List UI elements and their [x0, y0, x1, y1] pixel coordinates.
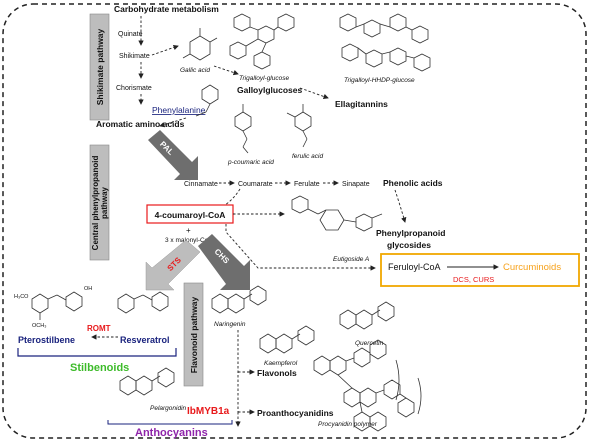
resveratrol-label: Resveratrol	[120, 335, 170, 345]
ibmyb1a-label: IbMYB1a	[187, 406, 230, 417]
quinate-label: Quinate	[118, 31, 143, 38]
curcuminoids-label: Curcuminoids	[503, 262, 561, 273]
pterostilbene-label: Pterostilbene	[18, 335, 75, 345]
phenylpropanoid-glycosides-line2: glycosides	[387, 240, 431, 250]
ferulic-acid-label: ferulic acid	[292, 153, 323, 160]
central-pathway-bar	[89, 144, 110, 261]
dcs-curs-label: DCS, CURS	[453, 275, 494, 284]
malonyl-plus: +	[186, 226, 191, 235]
trigalloyl-glucose-label: Trigalloyl-glucose	[239, 75, 289, 82]
naringenin-label: Naringenin	[214, 321, 246, 328]
chorismate-label: Chorismate	[116, 85, 152, 92]
ferulic-acid-structure	[286, 104, 312, 148]
phenylalanine-label: Phenylalanine	[152, 105, 206, 115]
stilbenoids-label: Stilbenoids	[70, 362, 129, 374]
shikimate-pathway-label: Shikimate pathway	[95, 28, 105, 105]
curcuminoid-box	[380, 253, 580, 287]
procyanidin-polymer-structure	[313, 339, 422, 432]
ellagitannins-label: Ellagitannins	[335, 99, 388, 109]
phenylpropanoid-glycosides-line1: Phenylpropanoid	[376, 228, 445, 238]
p-coumaric-acid-label: p-coumaric acid	[227, 159, 274, 166]
procyanidin-polymer-label: Procyanidin polymer	[318, 421, 378, 428]
feruloyl-coa-label: Feruloyl-CoA	[388, 262, 441, 272]
malonyl-coa-label: 3 x malonyl-CoA	[165, 237, 213, 244]
sts-enzyme-arrow: STS	[145, 239, 201, 291]
outer-frame	[2, 3, 587, 439]
trigalloyl-hhdp-glucose-structure	[339, 13, 431, 72]
anthocyanins-bracket	[107, 420, 233, 425]
stilbenoids-bracket	[17, 348, 177, 357]
p-coumaric-acid-structure	[234, 104, 252, 154]
kaempferol-label: Kaempferol	[264, 360, 298, 367]
naringenin-structure	[211, 285, 267, 314]
romt-label: ROMT	[87, 324, 111, 333]
kaempferol-structure	[259, 325, 315, 354]
shikimate-label: Shikimate	[119, 53, 150, 60]
pelargonidin-structure	[119, 367, 175, 396]
ferulate-label: Ferulate	[294, 181, 320, 188]
proanthocyanidins-label: Proanthocyanidins	[257, 408, 334, 418]
quercetin-label: Quercetin	[355, 340, 384, 347]
pterostilbene-structure	[31, 291, 83, 320]
central-pathway-label-line1: Central phenylpropanoid	[91, 156, 100, 251]
gallic-acid-label: Gallic acid	[180, 67, 210, 74]
phenolic-acids-label: Phenolic acids	[383, 178, 443, 188]
central-pathway-label-line2: pathway	[100, 186, 109, 219]
anthocyanins-label: Anthocyanins	[135, 427, 208, 439]
coumarate-label: Coumarate	[238, 181, 273, 188]
eutigoside-a-label: Eutigoside A	[333, 256, 369, 263]
flavonoid-pathway-label: Flavonoid pathway	[189, 296, 199, 373]
sinapate-label: Sinapate	[342, 181, 370, 188]
phenylalanine-structure	[195, 84, 219, 117]
chs-enzyme-arrow: CHS	[198, 234, 250, 290]
flavonoid-pathway-bar	[183, 282, 204, 387]
shikimate-pathway-bar	[89, 13, 110, 121]
flavonols-label: Flavonols	[257, 368, 297, 378]
pal-enzyme-arrow: PAL	[148, 130, 198, 180]
cinnamate-label: Cinnamate	[184, 181, 218, 188]
aromatic-amino-acids-label: Aromatic amino acids	[96, 119, 185, 129]
och3-label: OCH₃	[32, 323, 46, 329]
trigalloyl-hhdp-glucose-label: Trigalloyl-HHDP-glucose	[344, 77, 415, 84]
coumaroyl-coa-label: 4-coumaroyl-CoA	[155, 210, 226, 220]
gallic-acid-structure	[182, 28, 218, 61]
resveratrol-structure	[117, 291, 169, 314]
carbohydrate-metabolism-label: Carbohydrate metabolism	[114, 4, 219, 14]
trigalloyl-glucose-structure	[229, 13, 295, 70]
h3co-label: H₃CO	[14, 294, 29, 300]
galloylglucoses-label: Galloylglucoses	[237, 85, 302, 95]
eutigoside-a-structure	[291, 195, 383, 232]
pelargonidin-label: Pelargonidin	[150, 405, 187, 412]
quercetin-structure	[339, 301, 395, 330]
pterostilbene-oh: OH	[84, 286, 92, 292]
